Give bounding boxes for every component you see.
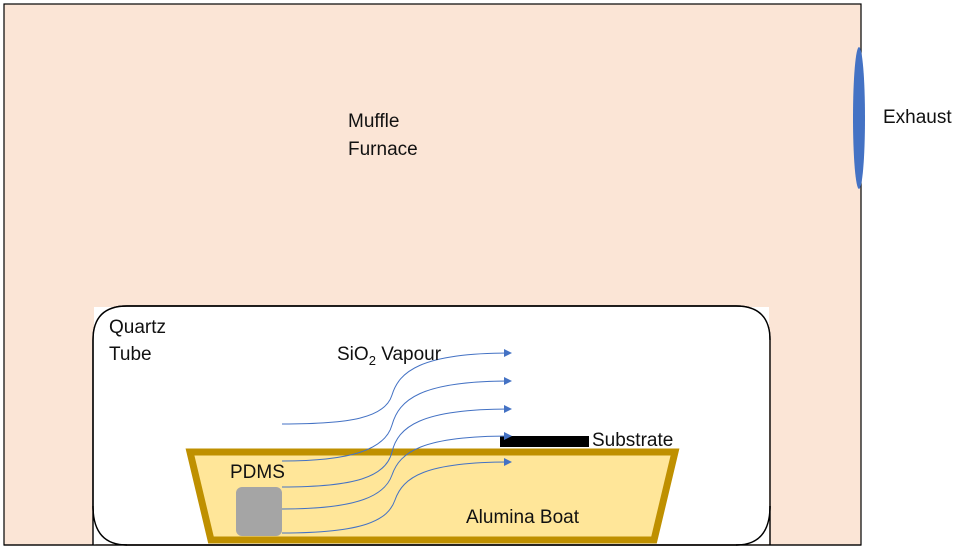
pdms-label: PDMS	[230, 462, 285, 483]
vapour-label-subscript: 2	[369, 353, 376, 368]
vapour-arrow-3	[281, 405, 512, 488]
pdms-block	[236, 487, 282, 536]
vapour-arrow-4	[281, 432, 512, 510]
vapour-label-suffix: Vapour	[376, 344, 442, 365]
vapour-flow-arrows	[281, 349, 512, 534]
substrate	[500, 436, 589, 447]
alumina-boat	[185, 448, 680, 544]
tube-label-line2: Tube	[109, 344, 152, 365]
furnace-label-line2: Furnace	[348, 139, 418, 160]
exhaust-label: Exhaust	[883, 107, 952, 128]
vapour-arrow-5	[281, 458, 512, 534]
vapour-label: SiO2 Vapour	[337, 344, 442, 368]
tube-label-line1: Quartz	[109, 317, 166, 338]
substrate-label: Substrate	[592, 430, 673, 451]
boat-label: Alumina Boat	[466, 507, 580, 528]
vapour-arrow-1	[281, 349, 512, 425]
furnace-label-line1: Muffle	[348, 111, 399, 132]
vapour-label-prefix: SiO	[337, 344, 369, 365]
exhaust-vent	[853, 47, 865, 189]
vapour-arrow-2	[281, 377, 512, 462]
